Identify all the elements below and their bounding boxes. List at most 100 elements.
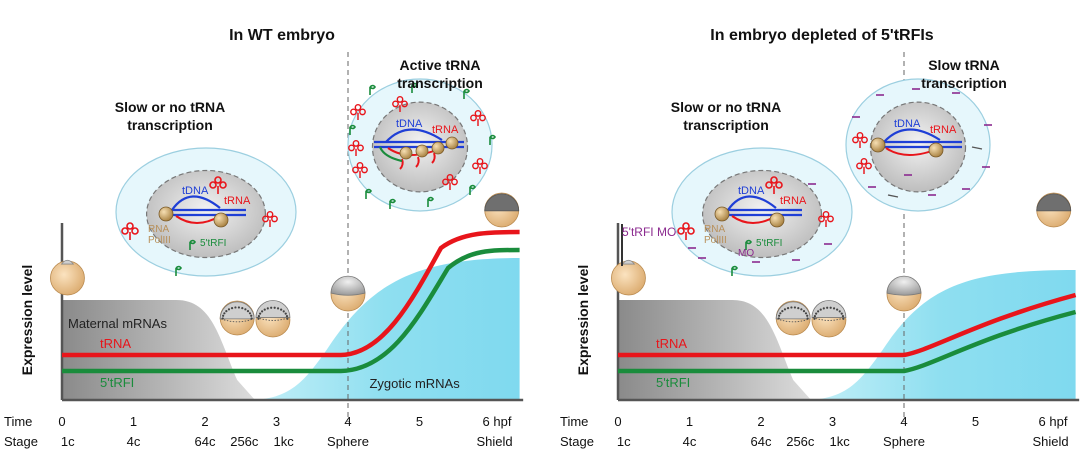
late-cell: tDNA tRNA bbox=[845, 78, 992, 212]
trna-label: tRNA bbox=[780, 195, 807, 207]
time-tick: 4 bbox=[900, 414, 907, 429]
trfi-curve bbox=[618, 309, 1077, 374]
rna-poliii-icon bbox=[769, 212, 785, 228]
late-cell: tDNA tRNA bbox=[347, 78, 496, 212]
trfi-bound bbox=[378, 146, 403, 163]
transcribing-trna bbox=[415, 156, 420, 168]
zygotic-mrna-area bbox=[247, 258, 520, 400]
trfi-fragment-icon bbox=[745, 239, 752, 250]
trna-label: tRNA bbox=[432, 124, 459, 136]
embryo-1kcell bbox=[811, 300, 847, 338]
stage-tick: Shield bbox=[1033, 434, 1069, 449]
trfi-label: 5'tRFI bbox=[200, 238, 226, 249]
time-tick: 3 bbox=[273, 414, 280, 429]
stage-tick: 1kc bbox=[274, 434, 295, 449]
mo-trfi-duplex bbox=[971, 146, 983, 150]
tdna-bubble bbox=[883, 128, 941, 143]
tdna-label: tDNA bbox=[894, 118, 921, 130]
tdna-label: tDNA bbox=[396, 118, 423, 130]
maternal-label: Maternal mRNAs bbox=[68, 316, 167, 331]
embryo-shield bbox=[1036, 192, 1072, 228]
trna-cloverleaf-icon bbox=[472, 157, 488, 175]
stage-tick: Sphere bbox=[327, 434, 369, 449]
maternal-mrna-area bbox=[618, 300, 812, 400]
trna-cloverleaf-icon bbox=[765, 176, 783, 194]
embryo-1cell bbox=[611, 259, 646, 296]
trna-cloverleaf-icon bbox=[209, 176, 227, 194]
stage-tick: 1kc bbox=[830, 434, 851, 449]
embryo-sphere bbox=[886, 275, 922, 312]
transcribing-trna bbox=[399, 158, 404, 170]
y-axis-label: Expression level bbox=[19, 265, 35, 376]
embryo-shield bbox=[484, 192, 520, 228]
maternal-mrna-area bbox=[62, 300, 256, 400]
panel-depleted: In embryo depleted of 5'tRFIstRNA5'tRFIE… bbox=[560, 27, 1080, 449]
stage-label: Stage bbox=[560, 434, 594, 449]
tdna-label: tDNA bbox=[738, 185, 765, 197]
stage-tick: 64c bbox=[751, 434, 772, 449]
zygotic-label: Zygotic mRNAs bbox=[369, 376, 460, 391]
zygotic-mrna-area bbox=[803, 270, 1076, 400]
tdna-label: tDNA bbox=[182, 185, 209, 197]
trna-curve bbox=[62, 229, 520, 358]
time-tick: 1 bbox=[686, 414, 693, 429]
panel-title: In WT embryo bbox=[229, 27, 335, 44]
trfi-label: 5'tRFI bbox=[756, 238, 782, 249]
trfi-curve-label: 5'tRFI bbox=[656, 375, 690, 390]
trfi-fragment-icon bbox=[469, 184, 476, 195]
trna-cloverleaf-icon bbox=[852, 131, 868, 149]
trna-cloverleaf-icon bbox=[470, 109, 486, 127]
trna-cloverleaf-icon bbox=[856, 157, 872, 175]
stage-tick: 1c bbox=[61, 434, 75, 449]
embryo-sphere bbox=[330, 275, 366, 312]
trna-cloverleaf-icon bbox=[818, 210, 834, 228]
trfi-curve-label: 5'tRFI bbox=[100, 375, 134, 390]
trna-label: tRNA bbox=[930, 124, 957, 136]
trna-cloverleaf-icon bbox=[677, 222, 695, 240]
trfi-fragment-icon bbox=[389, 198, 396, 209]
stage-tick: 64c bbox=[195, 434, 216, 449]
rna-poliii-icon bbox=[928, 142, 944, 158]
mo-trfi-duplex bbox=[887, 194, 899, 198]
trfi-fragment-icon bbox=[369, 84, 376, 95]
stage-tick: 1c bbox=[617, 434, 631, 449]
trna-curve-label: tRNA bbox=[656, 336, 687, 351]
trfi-fragment-icon bbox=[189, 239, 196, 250]
time-tick: 2 bbox=[757, 414, 764, 429]
trfi-fragment-icon bbox=[489, 134, 496, 145]
stage-tick: 4c bbox=[683, 434, 697, 449]
tdna-bubble bbox=[385, 128, 443, 143]
trna-cloverleaf-icon bbox=[350, 103, 366, 121]
rna-poliii-icon bbox=[445, 136, 459, 150]
trna-cloverleaf-icon bbox=[442, 173, 458, 191]
injection-label: 5'tRFI MO bbox=[622, 225, 676, 239]
y-axis-label: Expression level bbox=[575, 265, 591, 376]
time-tick: 5 bbox=[416, 414, 423, 429]
trna-curve-label: tRNA bbox=[100, 336, 131, 351]
embryo-1kcell bbox=[255, 300, 291, 338]
time-tick: 4 bbox=[344, 414, 351, 429]
trna-cloverleaf-icon bbox=[262, 210, 278, 228]
trfi-fragment-icon bbox=[427, 196, 434, 207]
stage-tick: 256c bbox=[786, 434, 815, 449]
trna-curve bbox=[618, 292, 1077, 358]
time-tick: 2 bbox=[201, 414, 208, 429]
embryo-256cell bbox=[775, 300, 811, 336]
rna-poliii-icon bbox=[415, 144, 429, 158]
trfi-fragment-icon bbox=[365, 188, 372, 199]
trfi-fragment-icon bbox=[411, 82, 418, 93]
trna-cloverleaf-icon bbox=[392, 95, 408, 113]
embryo-1cell bbox=[50, 259, 85, 296]
time-tick: 0 bbox=[614, 414, 621, 429]
stage-tick: Sphere bbox=[883, 434, 925, 449]
rna-poliii-icon bbox=[213, 212, 229, 228]
trna-cloverleaf-icon bbox=[121, 222, 139, 240]
